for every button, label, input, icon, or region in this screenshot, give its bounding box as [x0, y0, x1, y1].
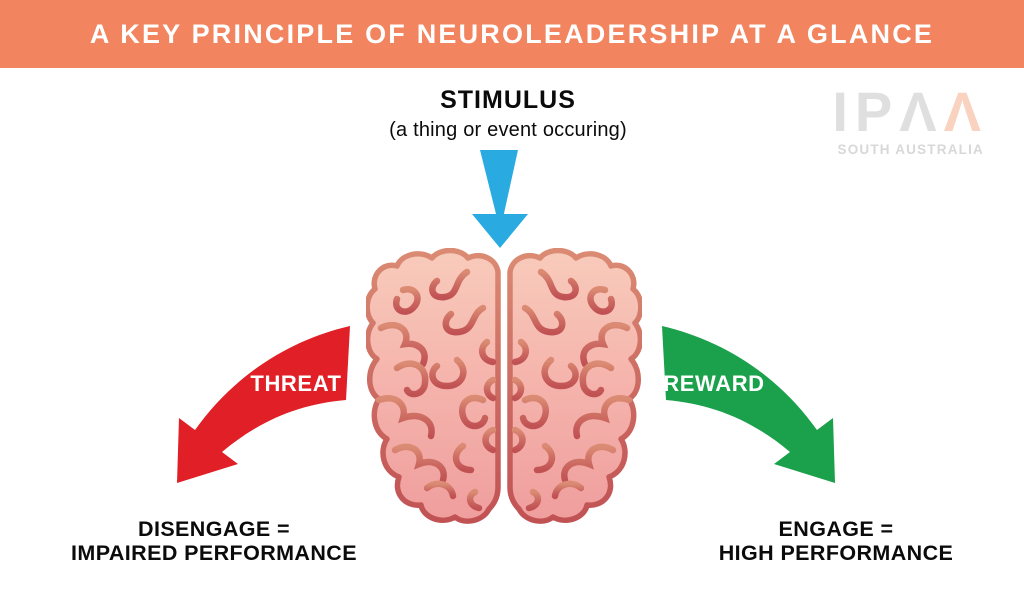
- ipaa-logo: IPΛΛ SOUTH AUSTRALIA: [832, 84, 988, 157]
- brain-illustration: [366, 248, 642, 532]
- ipaa-logo-gray-letters: IPΛ: [832, 80, 944, 143]
- threat-outcome: DISENGAGE = IMPAIRED PERFORMANCE: [64, 517, 364, 565]
- ipaa-logo-accent-letter: Λ: [943, 80, 988, 143]
- stimulus-block: STIMULUS (a thing or event occuring): [308, 86, 708, 142]
- reward-outcome: ENGAGE = HIGH PERFORMANCE: [686, 517, 986, 565]
- stimulus-title: STIMULUS: [440, 86, 576, 114]
- ipaa-logo-letters: IPΛΛ: [832, 84, 988, 140]
- header-banner: A KEY PRINCIPLE OF NEUROLEADERSHIP AT A …: [0, 0, 1024, 68]
- reward-outcome-line2: HIGH PERFORMANCE: [718, 541, 954, 565]
- reward-outcome-line1: ENGAGE =: [778, 517, 894, 541]
- stimulus-down-arrow-icon: [472, 150, 528, 248]
- reward-curved-arrow-icon: [662, 326, 835, 483]
- ipaa-logo-subtext: SOUTH AUSTRALIA: [837, 142, 984, 157]
- threat-outcome-line1: DISENGAGE =: [138, 517, 290, 541]
- page-title: A KEY PRINCIPLE OF NEUROLEADERSHIP AT A …: [89, 18, 935, 49]
- reward-label: REWARD: [663, 371, 765, 396]
- stimulus-subtitle: (a thing or event occuring): [389, 119, 627, 141]
- threat-label: THREAT: [250, 371, 342, 396]
- threat-outcome-line2: IMPAIRED PERFORMANCE: [71, 541, 357, 565]
- threat-curved-arrow-icon: [177, 326, 350, 483]
